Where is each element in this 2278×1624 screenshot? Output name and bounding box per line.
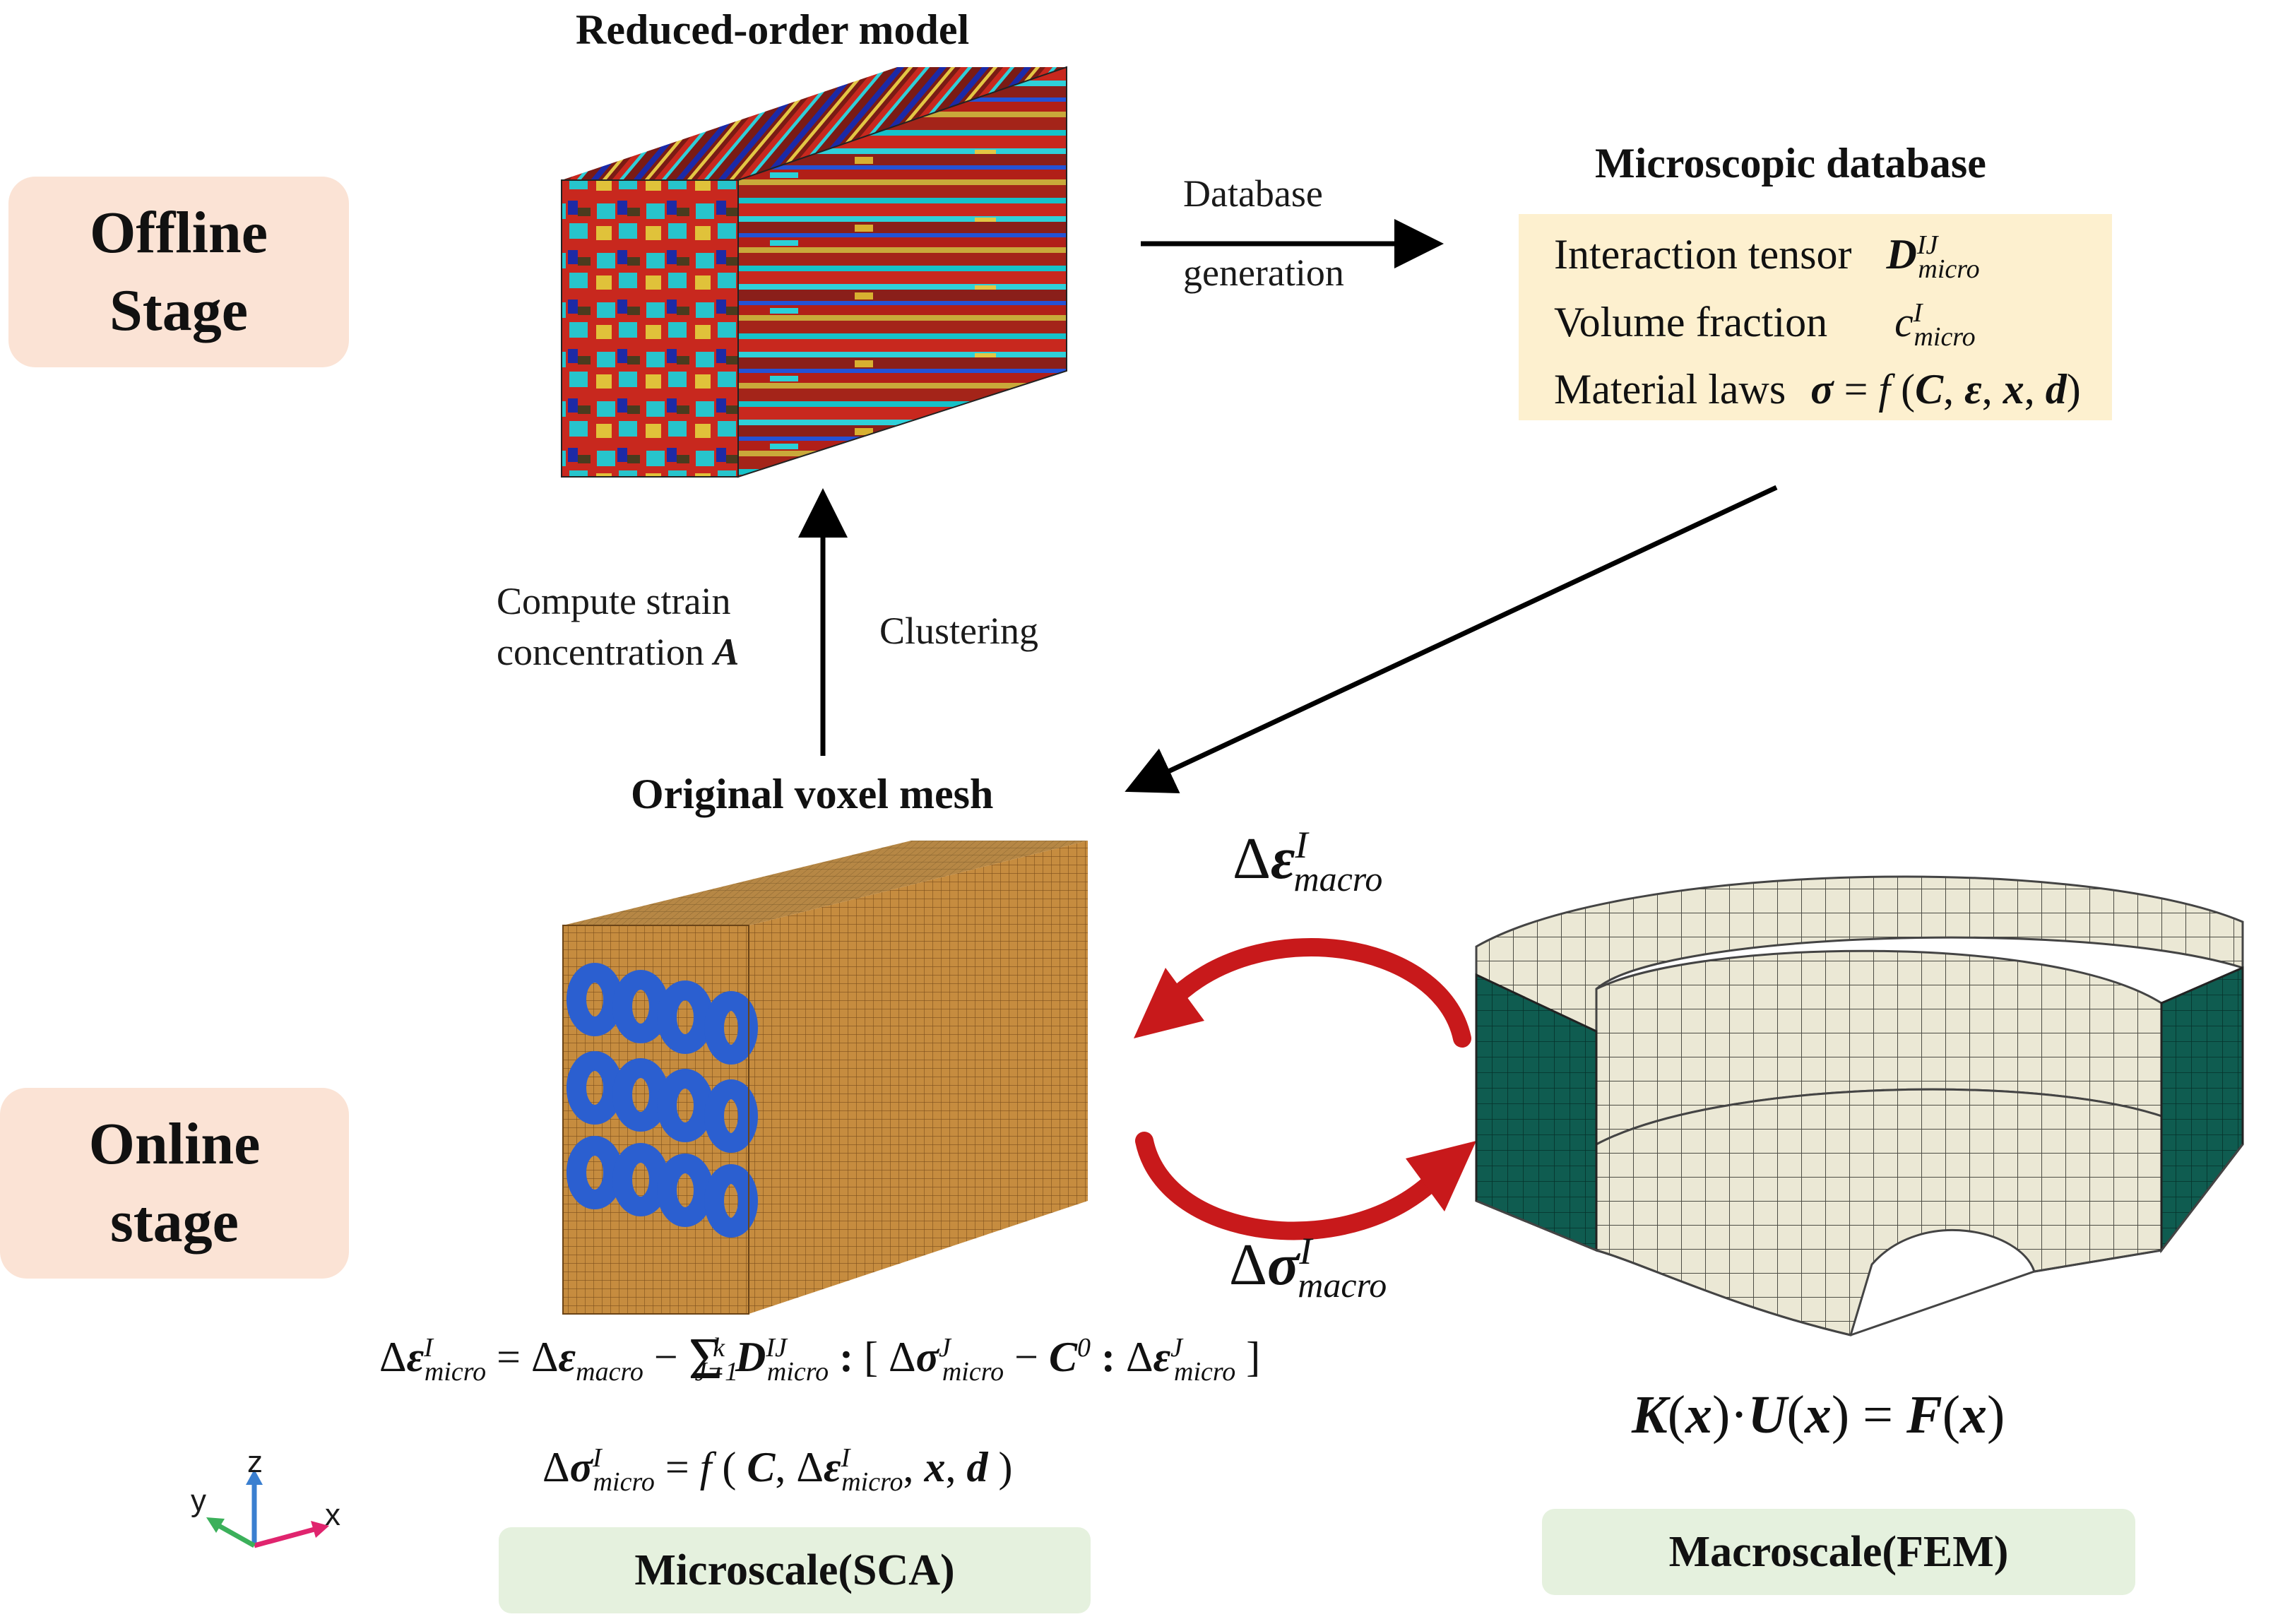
database-generation-label-1: Database <box>1183 172 1323 215</box>
compute-strain-label-1: Compute strain <box>497 580 731 622</box>
voxel-title: Original voxel mesh <box>631 771 994 817</box>
online-stage-box: Online stage <box>0 1088 349 1279</box>
compute-strain-text: concentration <box>497 631 704 673</box>
axis-triad <box>206 1469 329 1548</box>
interaction-tensor-symbol: DIJmicro <box>1886 230 1980 284</box>
clustering-label: Clustering <box>879 610 1038 652</box>
database-to-mesh-arrow <box>1125 485 1778 794</box>
macroscale-label: Macroscale(FEM) <box>1668 1527 2009 1576</box>
rom-block <box>561 66 1067 478</box>
material-laws-label: Material laws <box>1554 366 1786 413</box>
volume-fraction-label: Volume fraction <box>1554 299 1828 345</box>
stress-update-equation: ΔσImicro = f ( C, ΔεImicro, x, d ) <box>542 1443 1013 1497</box>
offline-stage-box: Offline Stage <box>8 177 349 367</box>
delta-epsilon-macro: ΔεImacro <box>1233 824 1383 899</box>
compute-strain-label-2: concentration A <box>497 630 739 674</box>
compute-strain-symbol: A <box>713 631 740 673</box>
macroscale-box: Macroscale(FEM) <box>1542 1509 2135 1595</box>
macro-strain-arrow <box>1134 938 1471 1048</box>
rom-title: Reduced-order model <box>576 6 970 53</box>
axis-x-label: x <box>325 1498 340 1532</box>
microscale-box: Microscale(SCA) <box>499 1527 1091 1613</box>
online-stage-label: Online stage <box>88 1111 261 1255</box>
delta-sigma-macro: ΔσImacro <box>1229 1230 1387 1305</box>
fem-equation: K(x)·U(x) = F(x) <box>1632 1385 2005 1445</box>
volume-fraction-symbol: cImicro <box>1894 298 1976 352</box>
fem-part <box>1475 875 2244 1336</box>
database-generation-label-2: generation <box>1183 251 1344 294</box>
axis-z-label: z <box>247 1445 263 1479</box>
macro-stress-arrow <box>1135 1132 1476 1240</box>
interaction-tensor-row: Interaction tensor DIJmicro <box>1554 230 1980 285</box>
material-laws-equation: σ = f (C, ε, x, d) <box>1810 366 2081 413</box>
offline-stage-label: Offline Stage <box>90 200 268 343</box>
database-title: Microscopic database <box>1595 140 1986 186</box>
strain-update-equation: ΔεImicro = Δεmacro − ΣJ=1k DIJmicro : [ … <box>379 1326 1261 1392</box>
fiber-rings <box>566 963 758 1238</box>
interaction-tensor-label: Interaction tensor <box>1554 231 1852 278</box>
axis-y-label: y <box>191 1483 206 1518</box>
database-box: Interaction tensor DIJmicro Volume fract… <box>1519 214 2112 420</box>
volume-fraction-row: Volume fraction cImicro <box>1554 297 1976 352</box>
voxel-block <box>562 841 1088 1315</box>
microscale-label: Microscale(SCA) <box>634 1546 955 1594</box>
material-laws-row: Material laws σ = f (C, ε, x, d) <box>1554 365 2081 414</box>
